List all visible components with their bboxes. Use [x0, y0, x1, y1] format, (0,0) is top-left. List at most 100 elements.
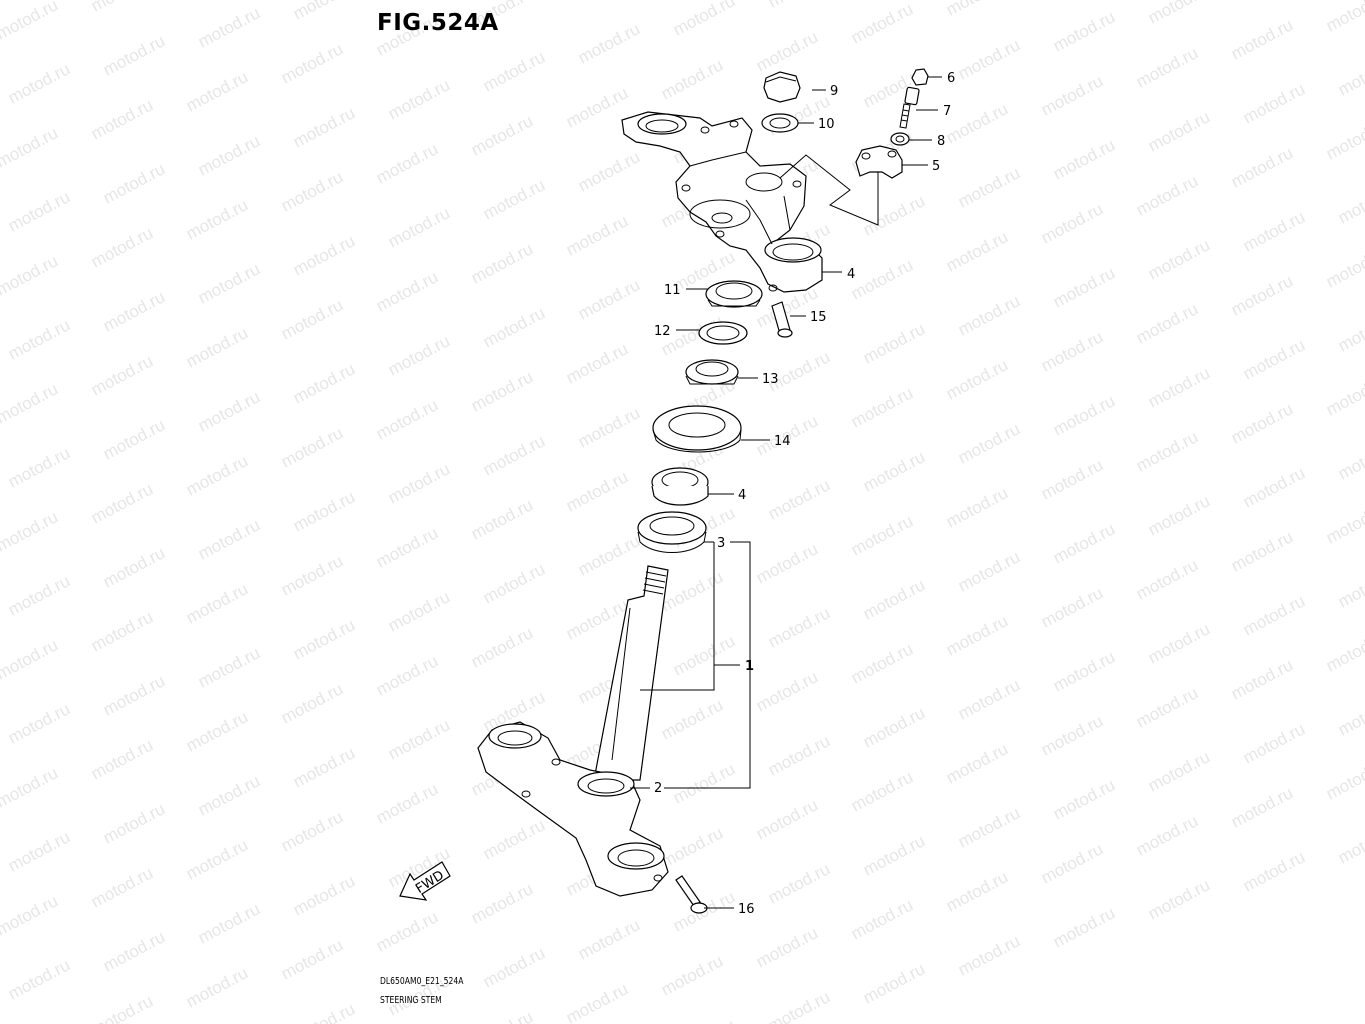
- watermark-text: motod.ru: [1038, 327, 1106, 375]
- watermark-text: motod.ru: [1050, 135, 1118, 183]
- watermark-text: motod.ru: [955, 35, 1023, 83]
- watermark-text: motod.ru: [278, 551, 346, 599]
- watermark-text: motod.ru: [1323, 0, 1365, 36]
- watermark-text: motod.ru: [468, 1007, 536, 1024]
- leader-lines: [630, 76, 942, 909]
- watermark-text: motod.ru: [1145, 747, 1213, 795]
- watermark-text: motod.ru: [1050, 263, 1118, 311]
- watermark-text: motod.ru: [1145, 619, 1213, 667]
- watermark-text: motod.ru: [0, 507, 61, 555]
- watermark-text: motod.ru: [860, 959, 928, 1007]
- watermark-text: motod.ru: [0, 123, 61, 171]
- watermark-text: motod.ru: [290, 359, 358, 407]
- watermark-text: motod.ru: [100, 799, 168, 847]
- watermark-text: motod.ru: [0, 891, 61, 939]
- callout-15: 15: [810, 310, 827, 325]
- watermark-text: motod.ru: [88, 479, 156, 527]
- upper-bracket: [621, 111, 823, 293]
- clamp-bolt: [771, 301, 793, 338]
- watermark-text: motod.ru: [658, 823, 726, 871]
- watermark-text: motod.ru: [100, 671, 168, 719]
- stem-washer: [761, 113, 799, 133]
- watermark-text: motod.ru: [290, 231, 358, 279]
- watermark-text: motod.ru: [860, 191, 928, 239]
- watermark-text: motod.ru: [290, 743, 358, 791]
- watermark-text: motod.ru: [1145, 363, 1213, 411]
- watermark-text: motod.ru: [1323, 115, 1365, 163]
- watermark-text: motod.ru: [5, 187, 73, 235]
- watermark-text: motod.ru: [468, 239, 536, 287]
- watermark-text: motod.ru: [575, 915, 643, 963]
- watermark-text: motod.ru: [670, 759, 738, 807]
- watermark-text: motod.ru: [373, 523, 441, 571]
- watermark-text: motod.ru: [860, 831, 928, 879]
- lock-nut: [705, 280, 763, 308]
- lock-washer: [698, 321, 748, 345]
- watermark-text: motod.ru: [195, 515, 263, 563]
- watermark-text: motod.ru: [860, 447, 928, 495]
- callout-2: 2: [654, 781, 662, 796]
- callout-5: 5: [932, 159, 940, 174]
- watermark-text: motod.ru: [765, 731, 833, 779]
- watermark-text: motod.ru: [195, 771, 263, 819]
- watermark-text: motod.ru: [1228, 655, 1296, 703]
- watermark-text: motod.ru: [88, 351, 156, 399]
- watermark-text: motod.ru: [1323, 755, 1365, 803]
- watermark-text: motod.ru: [1228, 15, 1296, 63]
- watermark-text: motod.ru: [1240, 79, 1308, 127]
- watermark-text: motod.ru: [1133, 811, 1201, 859]
- watermark-text: motod.ru: [1240, 463, 1308, 511]
- watermark-text: motod.ru: [658, 567, 726, 615]
- watermark-text: motod.ru: [183, 451, 251, 499]
- watermark-text: motod.ru: [88, 863, 156, 911]
- watermark-text: motod.ru: [5, 699, 73, 747]
- watermark-text: motod.ru: [1050, 647, 1118, 695]
- watermark-text: motod.ru: [183, 195, 251, 243]
- watermark-text: motod.ru: [195, 131, 263, 179]
- watermark-text: motod.ru: [278, 423, 346, 471]
- watermark-text: motod.ru: [278, 295, 346, 343]
- watermark-text: motod.ru: [575, 19, 643, 67]
- watermark-text: motod.ru: [100, 31, 168, 79]
- watermark-text: motod.ru: [1228, 143, 1296, 191]
- watermark-text: motod.ru: [1133, 427, 1201, 475]
- watermark-text: motod.ru: [1145, 875, 1213, 923]
- watermark-text: motod.ru: [183, 323, 251, 371]
- watermark-text: motod.ru: [183, 67, 251, 115]
- watermark-text: motod.ru: [1038, 583, 1106, 631]
- watermark-text: motod.ru: [480, 303, 548, 351]
- watermark-text: motod.ru: [848, 767, 916, 815]
- watermark-text: motod.ru: [1335, 563, 1365, 611]
- watermark-text: motod.ru: [1240, 335, 1308, 383]
- figure-code: DL650AM0_E21_524A: [380, 976, 464, 987]
- watermark-text: motod.ru: [1228, 783, 1296, 831]
- callout-11: 11: [664, 283, 681, 298]
- watermark-text: motod.ru: [1323, 371, 1365, 419]
- watermark-text: motod.ru: [955, 547, 1023, 595]
- watermark-text: motod.ru: [1335, 435, 1365, 483]
- watermark-text: motod.ru: [195, 899, 263, 947]
- watermark-text: motod.ru: [183, 963, 251, 1011]
- watermark-text: motod.ru: [468, 495, 536, 543]
- watermark-text: motod.ru: [1335, 51, 1365, 99]
- watermark-text: motod.ru: [1240, 207, 1308, 255]
- watermark-text: motod.ru: [183, 579, 251, 627]
- watermark-text: motod.ru: [1335, 691, 1365, 739]
- watermark-text: motod.ru: [183, 835, 251, 883]
- watermark-text: motod.ru: [1133, 683, 1201, 731]
- holder-bolt: [899, 86, 920, 129]
- watermark-text: motod.ru: [955, 163, 1023, 211]
- watermark-text: motod.ru: [765, 475, 833, 523]
- callout-3: 3: [717, 536, 725, 551]
- watermark-text: motod.ru: [468, 623, 536, 671]
- watermark-text: motod.ru: [1133, 299, 1201, 347]
- handlebar-holder: [855, 145, 903, 179]
- watermark-text: motod.ru: [100, 159, 168, 207]
- watermark-text: motod.ru: [848, 0, 916, 48]
- watermark-text: motod.ru: [278, 679, 346, 727]
- watermark-text: motod.ru: [195, 643, 263, 691]
- watermark-text: motod.ru: [290, 999, 358, 1024]
- watermark-text: motod.ru: [480, 47, 548, 95]
- watermark-text: motod.ru: [765, 859, 833, 907]
- watermark-text: motod.ru: [848, 895, 916, 943]
